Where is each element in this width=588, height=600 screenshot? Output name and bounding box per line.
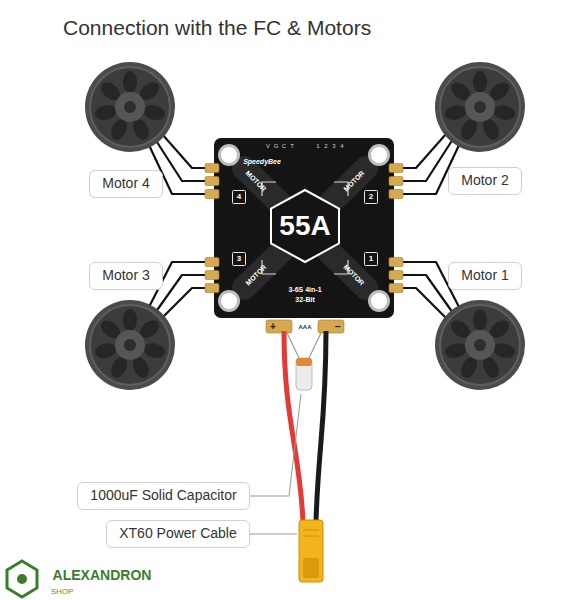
pin-name: G bbox=[274, 143, 279, 149]
pin-name: 2 bbox=[324, 143, 327, 149]
motor-symbol bbox=[435, 62, 525, 152]
current-rating: 55A bbox=[279, 212, 330, 240]
callout-box: Motor 1 bbox=[448, 262, 522, 290]
callout-box: Motor 3 bbox=[89, 262, 163, 290]
callout-text: Motor 3 bbox=[90, 263, 162, 288]
motor-symbol bbox=[85, 300, 175, 390]
callout-box: XT60 Power Cable bbox=[106, 520, 250, 548]
polarity-mark: + bbox=[270, 322, 276, 332]
capacitor-leads bbox=[287, 333, 321, 360]
diagram-title: Connection with the FC & Motors bbox=[63, 15, 371, 40]
mounting-holes bbox=[218, 144, 390, 312]
board-chevrons bbox=[262, 182, 348, 274]
xt60-connector bbox=[299, 520, 323, 582]
motor-wires bbox=[148, 134, 460, 318]
callout-text: Motor 1 bbox=[449, 263, 521, 288]
watermark: ALEXANDRON bbox=[53, 568, 152, 582]
pad-marking: AAA bbox=[299, 324, 312, 330]
pin-name: V bbox=[266, 143, 270, 149]
rating-hexagon: 55A bbox=[267, 188, 343, 264]
polarity-mark: − bbox=[335, 322, 341, 332]
pin-name: 1 bbox=[316, 143, 319, 149]
board-cross bbox=[244, 168, 366, 288]
pin-name: T bbox=[290, 143, 294, 149]
callout-text: Motor 4 bbox=[90, 171, 162, 196]
leader-lines bbox=[250, 394, 301, 534]
negative-wire bbox=[316, 331, 326, 522]
voltage-marking: 3-6S 4in-1 bbox=[288, 286, 321, 293]
pin-name: 3 bbox=[332, 143, 335, 149]
motor-number: 4 bbox=[237, 193, 241, 201]
power-pads bbox=[266, 320, 344, 333]
bit-marking: 32-Bit bbox=[295, 296, 314, 303]
pin-name: C bbox=[282, 143, 286, 149]
number-boxes bbox=[233, 191, 378, 266]
motor-symbol bbox=[85, 62, 175, 152]
motor-symbol bbox=[435, 300, 525, 390]
motor-pads bbox=[205, 164, 403, 293]
pin-name: 4 bbox=[340, 143, 343, 149]
capacitor-symbol bbox=[296, 358, 312, 390]
callout-box: Motor 4 bbox=[89, 170, 163, 198]
motor-number: 2 bbox=[369, 193, 373, 201]
shop-logo bbox=[7, 561, 37, 597]
callout-box: 1000uF Solid Capacitor bbox=[77, 482, 250, 510]
motor-number: 1 bbox=[369, 255, 373, 263]
watermark: SHOP bbox=[51, 588, 74, 596]
callout-text: Motor 2 bbox=[449, 168, 521, 193]
callout-text: XT60 Power Cable bbox=[107, 521, 249, 546]
brand-mark: SpeedyBee bbox=[243, 158, 281, 165]
callout-box: Motor 2 bbox=[448, 167, 522, 195]
esc-board bbox=[214, 138, 394, 318]
motor-number: 3 bbox=[237, 255, 241, 263]
callout-text: 1000uF Solid Capacitor bbox=[78, 483, 249, 508]
